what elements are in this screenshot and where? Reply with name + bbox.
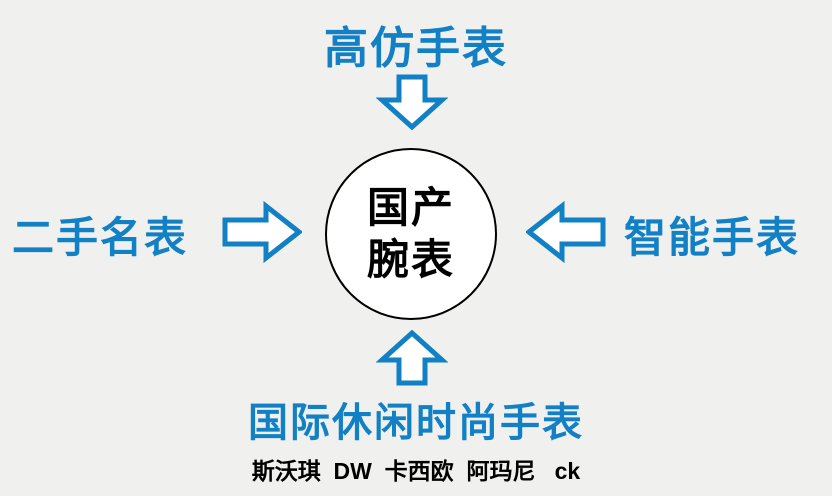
label-secondhand-watches: 二手名表 — [12, 214, 189, 261]
center-circle: 国产 腕表 — [325, 148, 497, 320]
brand-list-text: 斯沃琪 DW 卡西欧 阿玛尼 ck — [251, 458, 581, 484]
label-international-fashion-watches: 国际休闲时尚手表 — [248, 401, 584, 445]
label-smart-watches: 智能手表 — [624, 214, 801, 261]
arrow-left-icon — [524, 200, 606, 269]
center-text-line2: 腕表 — [366, 236, 455, 283]
arrow-up-icon — [375, 329, 449, 391]
arrow-right-icon — [222, 200, 304, 269]
label-counterfeit-watches: 高仿手表 — [324, 24, 508, 73]
center-text-line1: 国产 — [366, 183, 455, 231]
arrow-down-icon — [375, 74, 449, 135]
